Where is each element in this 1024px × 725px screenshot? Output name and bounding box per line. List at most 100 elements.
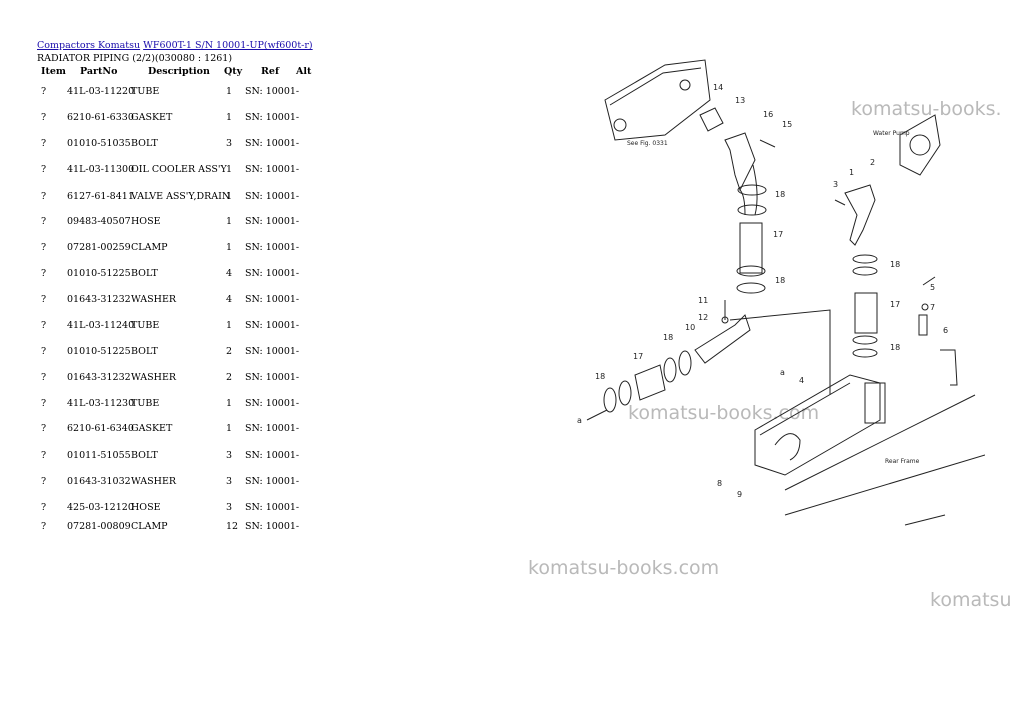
svg-text:1: 1 (849, 168, 854, 177)
svg-text:17: 17 (773, 230, 783, 239)
row-ref: SN: 10001- (245, 320, 300, 331)
svg-text:14: 14 (713, 83, 723, 92)
row-description: WASHER (131, 372, 177, 383)
row-ref: SN: 10001- (245, 398, 300, 409)
row-partno: 41L-03-11300 (67, 164, 135, 175)
row-description: WASHER (131, 476, 177, 487)
header-qty: Qty (224, 66, 243, 77)
breadcrumb-link-model[interactable]: WF600T-1 S/N 10001-UP(wf600t-r) (143, 40, 313, 51)
row-description: VALVE ASS'Y,DRAIN (131, 191, 231, 202)
parts-diagram: 14 13 16 15 18 17 18 11 12 10 18 17 18 a… (577, 59, 985, 526)
row-qty: 1 (226, 320, 233, 331)
watermark: komatsu-books.com (528, 557, 720, 579)
row-qty: 12 (226, 521, 239, 532)
row-partno: 41L-03-11240 (67, 320, 135, 331)
breadcrumb: Compactors Komatsu WF600T-1 S/N 10001-UP… (37, 40, 313, 51)
svg-text:15: 15 (782, 120, 792, 129)
row-description: OIL COOLER ASS'Y (131, 164, 227, 175)
row-item: ? (41, 294, 47, 305)
row-qty: 1 (226, 242, 233, 253)
row-item: ? (41, 191, 47, 202)
row-description: GASKET (131, 423, 173, 434)
svg-text:16: 16 (763, 110, 773, 119)
row-qty: 1 (226, 164, 233, 175)
row-item: ? (41, 138, 47, 149)
row-description: CLAMP (131, 521, 168, 532)
row-ref: SN: 10001- (245, 521, 300, 532)
row-item: ? (41, 346, 47, 357)
row-ref: SN: 10001- (245, 502, 300, 513)
svg-text:18: 18 (890, 343, 900, 352)
header-ref: Ref (261, 66, 280, 77)
row-partno: 09483-40507 (67, 216, 131, 227)
row-partno: 41L-03-11230 (67, 398, 135, 409)
row-qty: 2 (226, 372, 233, 383)
svg-text:18: 18 (595, 372, 605, 381)
svg-text:6: 6 (943, 326, 948, 335)
row-description: WASHER (131, 294, 177, 305)
row-partno: 6210-61-6340 (67, 423, 134, 434)
row-ref: SN: 10001- (245, 191, 300, 202)
row-partno: 425-03-12120 (67, 502, 134, 513)
svg-text:11: 11 (698, 296, 708, 305)
row-ref: SN: 10001- (245, 86, 300, 97)
row-description: GASKET (131, 112, 173, 123)
row-partno: 07281-00809 (67, 521, 131, 532)
row-item: ? (41, 423, 47, 434)
row-partno: 41L-03-11220 (67, 86, 135, 97)
row-item: ? (41, 398, 47, 409)
row-description: TUBE (131, 398, 160, 409)
svg-text:4: 4 (799, 376, 804, 385)
row-description: TUBE (131, 320, 160, 331)
row-ref: SN: 10001- (245, 268, 300, 279)
row-item: ? (41, 216, 47, 227)
row-item: ? (41, 372, 47, 383)
breadcrumb-link-category[interactable]: Compactors Komatsu (37, 40, 141, 51)
row-partno: 01010-51225 (67, 268, 131, 279)
row-qty: 2 (226, 346, 233, 357)
row-description: BOLT (131, 268, 158, 279)
row-description: BOLT (131, 346, 158, 357)
page-title: RADIATOR PIPING (2/2)(030080 : 1261) (37, 53, 233, 64)
row-partno: 01643-31032 (67, 476, 131, 487)
row-qty: 1 (226, 398, 233, 409)
row-ref: SN: 10001- (245, 346, 300, 357)
row-ref: SN: 10001- (245, 423, 300, 434)
svg-text:2: 2 (870, 158, 875, 167)
svg-text:9: 9 (737, 490, 742, 499)
svg-text:8: 8 (717, 479, 722, 488)
row-description: TUBE (131, 86, 160, 97)
row-ref: SN: 10001- (245, 294, 300, 305)
row-qty: 4 (226, 294, 233, 305)
row-item: ? (41, 320, 47, 331)
row-ref: SN: 10001- (245, 242, 300, 253)
row-description: HOSE (131, 216, 161, 227)
row-ref: SN: 10001- (245, 138, 300, 149)
row-item: ? (41, 112, 47, 123)
row-ref: SN: 10001- (245, 112, 300, 123)
row-item: ? (41, 450, 47, 461)
svg-text:13: 13 (735, 96, 745, 105)
row-partno: 01643-31232 (67, 372, 131, 383)
row-partno: 01011-51055 (67, 450, 131, 461)
svg-text:Water Pump: Water Pump (873, 130, 910, 137)
row-partno: 6127-61-8411 (67, 191, 134, 202)
svg-text:17: 17 (633, 352, 643, 361)
svg-text:a: a (577, 416, 582, 425)
row-item: ? (41, 521, 47, 532)
row-item: ? (41, 164, 47, 175)
row-qty: 4 (226, 268, 233, 279)
row-qty: 1 (226, 86, 233, 97)
row-description: BOLT (131, 450, 158, 461)
row-item: ? (41, 502, 47, 513)
watermark: komatsu (930, 589, 1012, 611)
row-qty: 1 (226, 191, 233, 202)
row-ref: SN: 10001- (245, 450, 300, 461)
row-item: ? (41, 242, 47, 253)
row-qty: 3 (226, 502, 233, 513)
row-description: HOSE (131, 502, 161, 513)
row-partno: 01010-51035 (67, 138, 131, 149)
watermark: komatsu-books.com (628, 402, 820, 424)
row-qty: 1 (226, 423, 233, 434)
svg-text:18: 18 (775, 190, 785, 199)
